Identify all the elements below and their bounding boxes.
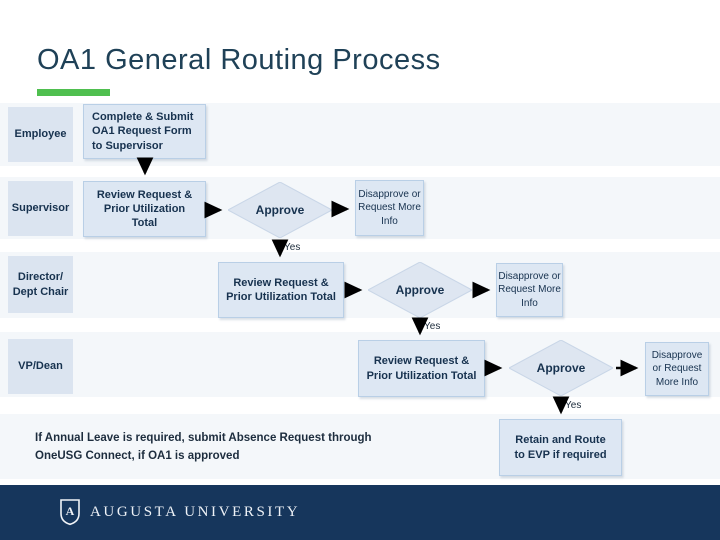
diamond-shape [509,340,613,396]
flow-box-disapprove-supervisor: Disapprove or Request More Info [355,180,424,236]
flow-box-review-vp-dean: Review Request & Prior Utilization Total [358,340,485,397]
augusta-shield-icon: A [60,499,80,526]
yes-label-director: Yes [424,321,441,332]
title-accent-bar [37,89,110,96]
flow-box-retain-route-evp: Retain and Route to EVP if required [499,419,622,476]
yes-label-supervisor: Yes [284,242,301,253]
flow-box-disapprove-vp-dean: Disapprove or Request More Info [645,342,709,396]
footer-org-name: AUGUSTA UNIVERSITY [90,503,301,520]
diamond-shape [368,262,472,318]
footer-bar: A AUGUSTA UNIVERSITY [0,485,720,540]
decision-approve-vp-dean: Approve [509,340,613,396]
decision-label: Approve [255,203,305,217]
flow-box-review-director: Review Request & Prior Utilization Total [218,262,344,318]
diamond-shape [228,182,332,238]
lane-label-director-dept-chair: Director/ Dept Chair [8,256,73,313]
flow-box-complete-submit: Complete & Submit OA1 Request Form to Su… [83,104,206,159]
lane-band-director [0,252,720,318]
page-title: OA1 General Routing Process [37,44,441,76]
decision-approve-supervisor: Approve [228,182,332,238]
flow-box-review-supervisor: Review Request & Prior Utilization Total [83,181,206,237]
lane-label-employee: Employee [8,107,73,162]
flow-box-disapprove-director: Disapprove or Request More Info [496,263,563,317]
svg-text:A: A [66,504,75,518]
decision-label: Approve [395,283,445,297]
footer-brand: A AUGUSTA UNIVERSITY [59,498,300,526]
annual-leave-note: If Annual Leave is required, submit Abse… [35,429,435,465]
decision-label: Approve [536,361,586,375]
decision-approve-director: Approve [368,262,472,318]
yes-label-vp-dean: Yes [565,400,582,411]
lane-label-supervisor: Supervisor [8,181,73,236]
lane-label-vp-dean: VP/Dean [8,339,73,394]
annual-leave-note-line2: OneUSG Connect, if OA1 is approved [35,450,240,462]
annual-leave-note-line1: If Annual Leave is required, submit Abse… [35,432,372,444]
